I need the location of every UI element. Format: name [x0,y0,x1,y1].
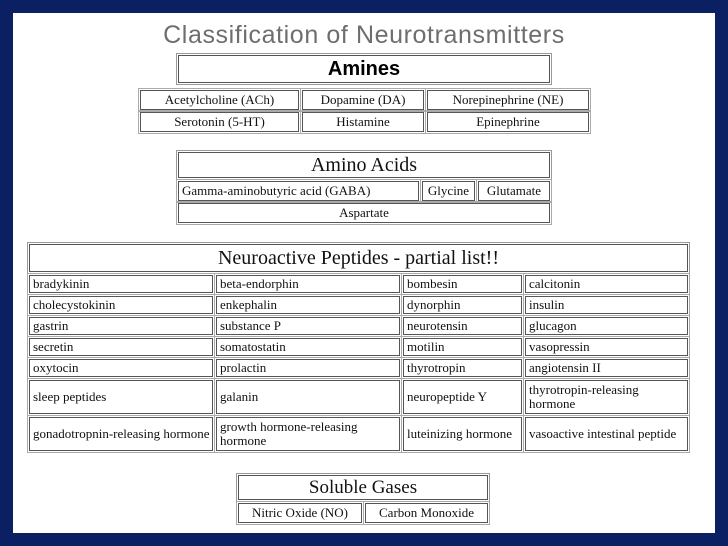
cell-text: Glycine [427,183,470,198]
cell-text: Epinephrine [476,114,540,129]
peptide-cell: dynorphin [401,294,524,316]
peptide-cell: substance P [214,315,402,337]
cell-text: secretin [33,339,74,354]
amino-acids-heading: Amino Acids [176,150,552,180]
gas-cell: Nitric Oxide (NO) [236,501,364,525]
amine-cell: Histamine [300,110,426,134]
gas-cell: Carbon Monoxide [363,501,490,525]
gases-heading: Soluble Gases [236,473,490,502]
cell-text: vasoactive intestinal peptide [529,426,677,441]
cell-text: prolactin [220,360,267,375]
peptide-cell: gastrin [27,315,215,337]
peptide-cell: bombesin [401,273,524,295]
cell-text: luteinizing hormone [407,426,513,441]
cell-text: insulin [529,297,565,312]
peptide-cell: vasoactive intestinal peptide [523,415,690,453]
peptides-heading-text: Neuroactive Peptides - partial list!! [217,247,499,269]
peptide-cell: glucagon [523,315,690,337]
cell-text: oxytocin [33,360,79,375]
peptide-cell: luteinizing hormone [401,415,524,453]
peptide-cell: motilin [401,336,524,358]
cell-text: motilin [407,339,445,354]
amino-acid-cell: Glycine [420,179,477,203]
cell-text: neurotensin [407,318,468,333]
cell-text: Dopamine (DA) [320,92,406,107]
cell-text: Nitric Oxide (NO) [251,505,349,520]
cell-text: bradykinin [33,276,90,291]
peptide-cell: neuropeptide Y [401,378,524,416]
peptide-cell: beta-endorphin [214,273,402,295]
cell-text: galanin [220,389,259,404]
cell-text: Serotonin (5-HT) [174,114,265,129]
peptide-cell: insulin [523,294,690,316]
cell-text: growth hormone-releasing hormone [220,419,358,448]
amine-cell: Acetylcholine (ACh) [138,88,301,112]
cell-text: calcitonin [529,276,581,291]
cell-text: glucagon [529,318,577,333]
slide-title: Classification of Neurotransmitters [163,21,565,49]
peptide-cell: bradykinin [27,273,215,295]
peptide-cell: angiotensin II [523,357,690,379]
peptide-cell: vasopressin [523,336,690,358]
cell-text: Gamma-aminobutyric acid (GABA) [182,183,371,198]
peptide-cell: thyrotropin [401,357,524,379]
cell-text: cholecystokinin [33,297,116,312]
cell-text: Glutamate [486,183,542,198]
peptide-cell: somatostatin [214,336,402,358]
amines-heading: Amines [176,53,552,85]
amines-heading-text: Amines [327,58,401,80]
amine-cell: Epinephrine [425,110,591,134]
peptide-cell: calcitonin [523,273,690,295]
amino-acid-cell: Gamma-aminobutyric acid (GABA) [176,179,421,203]
peptide-cell: secretin [27,336,215,358]
cell-text: somatostatin [220,339,286,354]
cell-text: Aspartate [339,205,389,220]
cell-text: thyrotropin-releasing hormone [529,382,639,411]
amino-acids-heading-text: Amino Acids [310,154,418,176]
peptide-cell: sleep peptides [27,378,215,416]
amine-cell: Serotonin (5-HT) [138,110,301,134]
amine-cell: Norepinephrine (NE) [425,88,591,112]
cell-text: substance P [220,318,282,333]
cell-text: Histamine [336,114,390,129]
peptide-cell: gonadotropnin-releasing hormone [27,415,215,453]
cell-text: beta-endorphin [220,276,299,291]
peptide-cell: neurotensin [401,315,524,337]
cell-text: sleep peptides [33,389,107,404]
peptide-cell: cholecystokinin [27,294,215,316]
peptide-cell: thyrotropin-releasing hormone [523,378,690,416]
cell-text: Acetylcholine (ACh) [164,92,275,107]
peptide-cell: growth hormone-releasing hormone [214,415,402,453]
amino-acid-cell: Glutamate [476,179,552,203]
amine-cell: Dopamine (DA) [300,88,426,112]
gases-heading-text: Soluble Gases [308,477,418,498]
peptide-cell: prolactin [214,357,402,379]
cell-text: enkephalin [220,297,278,312]
peptide-cell: enkephalin [214,294,402,316]
cell-text: bombesin [407,276,458,291]
cell-text: Norepinephrine (NE) [452,92,564,107]
cell-text: neuropeptide Y [407,389,488,404]
cell-text: angiotensin II [529,360,601,375]
cell-text: thyrotropin [407,360,466,375]
cell-text: Carbon Monoxide [379,505,474,520]
slide: Classification of Neurotransmitters Amin… [13,13,715,533]
cell-text: dynorphin [407,297,461,312]
peptides-heading: Neuroactive Peptides - partial list!! [27,242,690,274]
amino-acid-cell: Aspartate [176,201,552,225]
peptide-cell: galanin [214,378,402,416]
cell-text: gastrin [33,318,69,333]
cell-text: vasopressin [529,339,590,354]
cell-text: gonadotropnin-releasing hormone [33,426,210,441]
peptide-cell: oxytocin [27,357,215,379]
